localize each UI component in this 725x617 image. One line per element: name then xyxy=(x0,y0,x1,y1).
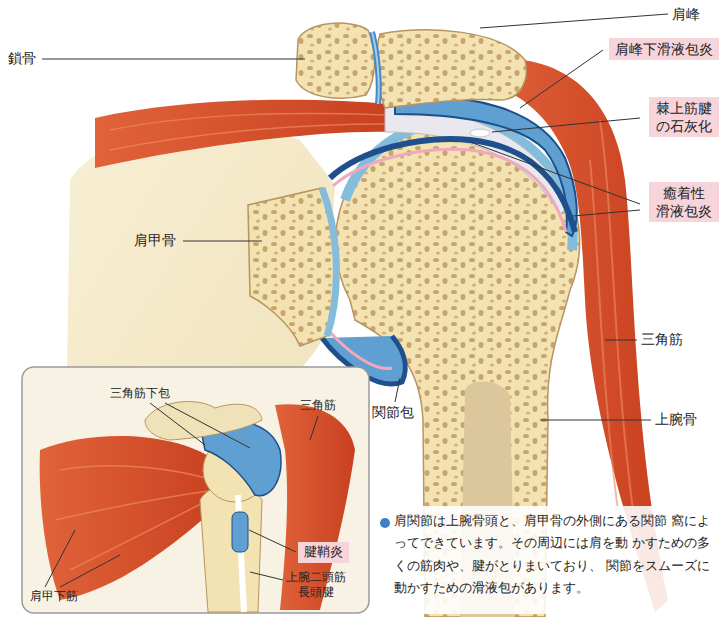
condition-box: 癒着性 滑液包炎 xyxy=(649,182,719,222)
condition-label: 肩峰下滑液包炎 xyxy=(615,40,713,58)
condition-box: 腱鞘炎 xyxy=(298,542,349,563)
part-label: 三角筋 xyxy=(641,331,683,348)
part-label: 三角筋下包 xyxy=(110,386,170,401)
part-label: 肩甲下筋 xyxy=(30,589,78,604)
condition-label: 棘上筋腱 の石灰化 xyxy=(655,99,713,135)
caption: 肩関節は上腕骨頭と、肩甲骨の外側にある関節 窩によってできています。その周辺には… xyxy=(394,510,712,599)
part-label: 上腕二頭筋 長頭腱 xyxy=(285,570,347,600)
condition-box: 肩峰下滑液包炎 xyxy=(609,38,719,60)
condition-label: 癒着性 滑液包炎 xyxy=(655,184,713,220)
part-label: 三角筋 xyxy=(300,398,336,413)
part-label: 肩甲骨 xyxy=(134,232,176,249)
inset-panel: 三角筋下包三角筋肩甲下筋 上腕二頭筋 長頭腱 腱鞘炎 xyxy=(22,367,369,613)
part-label: 鎖骨 xyxy=(8,50,36,67)
condition-box: 棘上筋腱 の石灰化 xyxy=(649,97,719,137)
part-label: 肩峰 xyxy=(672,6,700,23)
part-label: 上腕骨 xyxy=(655,411,697,428)
condition-label: 腱鞘炎 xyxy=(304,544,343,561)
part-label: 関節包 xyxy=(372,404,414,421)
